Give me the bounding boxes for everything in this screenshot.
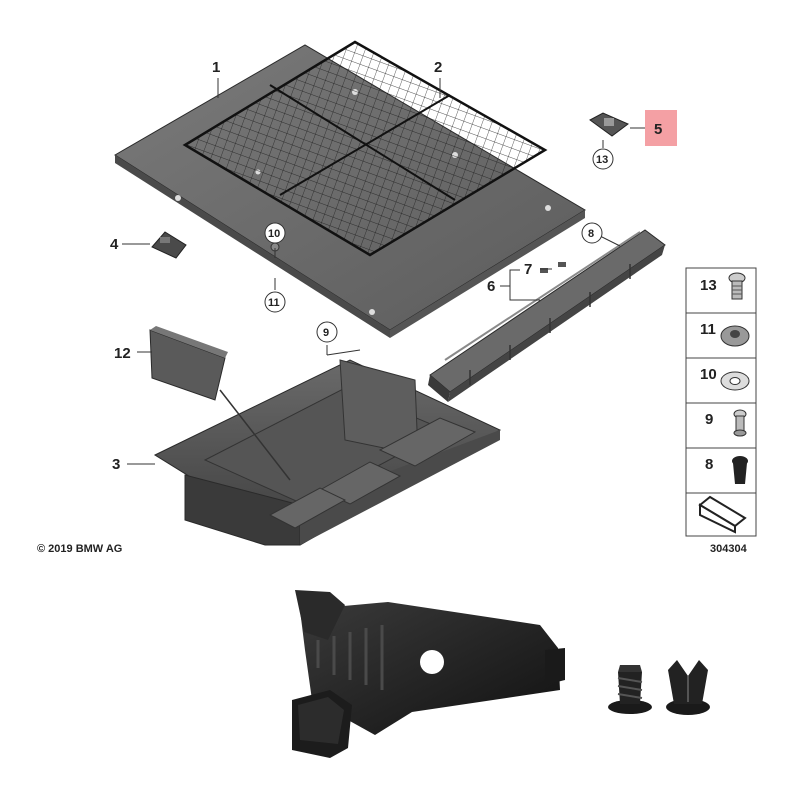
callout-labels: 1 2 4 6 7 12 3 5 13 10 11 8 9 [110, 59, 677, 473]
tool-icon [698, 495, 747, 534]
screw-9-icon [733, 409, 747, 437]
callout-2: 2 [434, 59, 442, 76]
figure-number: 304304 [710, 543, 748, 555]
callout-7: 7 [524, 261, 532, 278]
storage-tub-part-3 [153, 359, 502, 546]
callout-10: 10 [268, 228, 280, 240]
bracket-part-5 [589, 112, 629, 137]
callout-11: 11 [268, 297, 280, 309]
cover-part-12 [149, 326, 228, 401]
legend-label-8: 8 [705, 456, 713, 473]
screw-photo [608, 665, 652, 714]
spring-nut-11-icon [720, 325, 750, 347]
callout-13: 13 [596, 154, 608, 166]
callout-6: 6 [487, 278, 495, 295]
callout-8: 8 [588, 228, 594, 240]
legend-label-10: 10 [700, 366, 717, 383]
fastener-legend: 13 11 10 9 8 [685, 267, 757, 555]
callout-12: 12 [114, 345, 131, 362]
legend-label-9: 9 [705, 411, 713, 428]
screw-13-icon [728, 272, 746, 300]
callout-5: 5 [654, 121, 662, 138]
copyright-text: © 2019 BMW AG [37, 543, 122, 555]
callout-9: 9 [323, 327, 329, 339]
push-clip-8-icon [732, 456, 748, 484]
callout-1: 1 [212, 59, 220, 76]
clip-part-7 [540, 262, 566, 273]
sill-trim-part-8 [428, 229, 666, 402]
leader-lines [122, 78, 645, 465]
bracket-photo [292, 590, 565, 758]
callout-4: 4 [110, 236, 119, 253]
legend-label-11: 11 [700, 321, 716, 338]
cargo-net-part-2 [182, 40, 548, 257]
callout-3: 3 [112, 456, 120, 473]
highlight-box-5 [645, 110, 677, 146]
push-clip-photo [666, 660, 710, 715]
washer-10-icon [720, 371, 750, 391]
retainer-clip-part-4 [151, 231, 187, 259]
legend-label-13: 13 [700, 277, 717, 294]
